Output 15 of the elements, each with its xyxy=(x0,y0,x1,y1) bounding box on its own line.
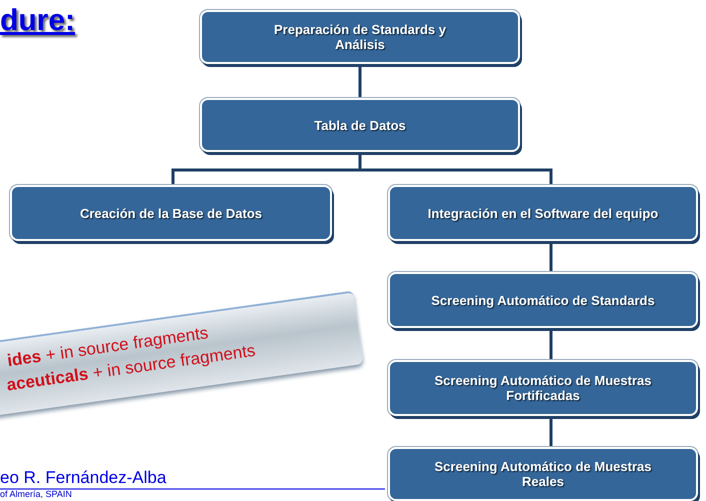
process-box: Preparación de Standards y Análisis xyxy=(200,10,520,64)
affiliation-text: of Almería, SPAIN xyxy=(0,489,72,499)
connector-line xyxy=(358,66,362,97)
connector-line xyxy=(550,418,552,446)
process-box: Integración en el Software del equipo xyxy=(388,185,698,241)
process-box: Tabla de Datos xyxy=(200,98,520,152)
process-box: Screening Automático de Muestras Reales xyxy=(388,447,698,501)
connector-line xyxy=(550,243,552,271)
process-box: Creación de la Base de Datos xyxy=(10,185,332,241)
author-link: eo R. Fernández-Alba xyxy=(0,468,166,488)
connector-line xyxy=(358,154,552,184)
title: dure: xyxy=(0,4,75,38)
process-box: Screening Automático de Standards xyxy=(388,272,698,328)
process-box: Screening Automático de Muestras Fortificadas xyxy=(388,360,698,416)
connector-line xyxy=(550,330,552,359)
